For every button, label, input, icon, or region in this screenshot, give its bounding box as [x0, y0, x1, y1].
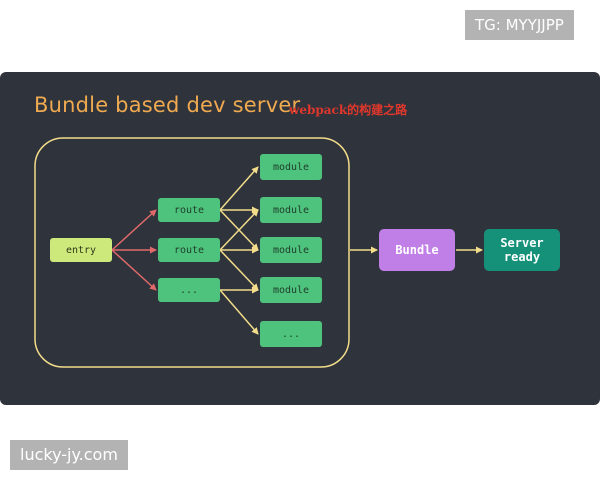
diagram-subtitle: webpack的构建之路 [289, 103, 408, 117]
module-node-3: module [260, 237, 322, 263]
arrow-route2-module2 [219, 209, 259, 251]
module-node-2: module [260, 197, 322, 223]
server-ready-node: Server ready [484, 229, 560, 271]
arrow-route2-module4 [219, 249, 259, 291]
arrow-entry-route-3 [111, 249, 157, 291]
module-node-4: module [260, 277, 322, 303]
module-node-5: ... [260, 321, 322, 347]
route-node-1: route [158, 198, 220, 222]
arrow-route1-module1 [219, 166, 259, 211]
watermark-bottom: lucky-jy.com [10, 440, 128, 470]
arrow-entry-route-1 [111, 209, 157, 251]
route-node-3: ... [158, 278, 220, 302]
diagram-title: Bundle based dev server [34, 93, 301, 117]
arrow-route3-module5 [219, 289, 259, 335]
module-node-1: module [260, 154, 322, 180]
bundle-node: Bundle [379, 229, 455, 271]
entry-node: entry [50, 238, 112, 262]
bundle-container [34, 137, 350, 368]
route-node-2: route [158, 238, 220, 262]
watermark-top: TG: MYYJJPP [465, 10, 574, 40]
